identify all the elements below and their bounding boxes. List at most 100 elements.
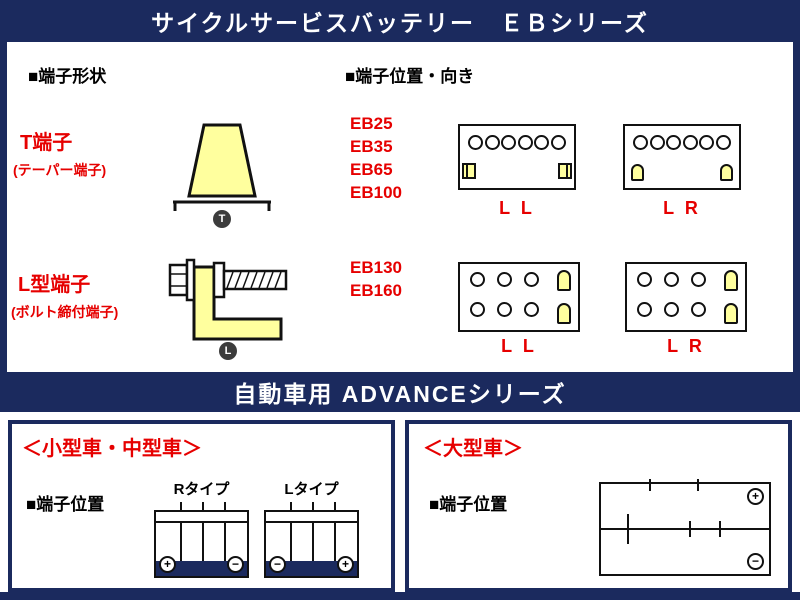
terminal-position-heading: ■端子位置・向き [345, 67, 475, 86]
l-terminal-illustration [168, 258, 288, 341]
vent-cap [666, 135, 682, 150]
large-title: ＜大型車＞ [423, 438, 523, 460]
eb-series-header: サイクルサービスバッテリー ＥＢシリーズ [0, 0, 800, 42]
vent-cap [691, 272, 706, 287]
positive-terminal: + [337, 556, 354, 573]
t-terminal-illustration [173, 123, 271, 211]
advance-section: ＜小型車・中型車＞ ■端子位置 Rタイプ Lタイプ + − [0, 412, 800, 600]
vent-cap [637, 302, 652, 317]
cell-tick [719, 521, 721, 537]
orientation-label-g2-ll: L L [501, 336, 537, 356]
battery-body: + − [154, 510, 249, 578]
large-car-panel: ＜大型車＞ ■端子位置 + − [405, 420, 792, 592]
battery-diagram-small-ll [458, 124, 576, 190]
l-terminal-sublabel: (ボルト締付端子) [11, 304, 119, 320]
model-eb65: EB65 [350, 160, 393, 179]
cell-tick [689, 521, 691, 537]
small-mid-car-panel: ＜小型車・中型車＞ ■端子位置 Rタイプ Lタイプ + − [8, 420, 395, 592]
orientation-label-g1-ll: L L [499, 198, 535, 218]
negative-terminal: − [227, 556, 244, 573]
vent-cap [691, 302, 706, 317]
cell-divider [180, 523, 182, 561]
vent-cap [470, 302, 485, 317]
battery-front-r-type: + − [154, 502, 249, 578]
terminal-top-right [557, 270, 571, 291]
positive-terminal: + [747, 488, 764, 505]
vent-tick [202, 502, 204, 516]
battery-base [156, 561, 247, 576]
eb-model-list-large: EB130 EB160 [350, 256, 402, 302]
vent-cap [517, 135, 533, 150]
center-line [601, 528, 769, 530]
battery-top-view-large: + − [599, 479, 771, 576]
model-eb35: EB35 [350, 137, 393, 156]
terminal-left [462, 163, 476, 179]
battery-diagram-large-ll [458, 262, 580, 332]
small-mid-title: ＜小型車・中型車＞ [22, 438, 202, 460]
eb-model-list-small: EB25 EB35 EB65 EB100 [350, 112, 402, 204]
edge-tick [649, 479, 651, 491]
vent-cap [637, 272, 652, 287]
t-terminal-badge: T [213, 210, 231, 228]
vent-cap [501, 135, 517, 150]
orientation-label-g1-lr: L R [663, 198, 701, 218]
positive-terminal: + [159, 556, 176, 573]
model-eb100: EB100 [350, 183, 402, 202]
model-eb25: EB25 [350, 114, 393, 133]
t-terminal-label: T端子 [20, 132, 73, 154]
terminal-right [720, 164, 733, 181]
vent-caps-row2 [637, 302, 706, 317]
cell-divider [290, 523, 292, 561]
vent-cap [664, 302, 679, 317]
battery-front-l-type: − + [264, 502, 359, 578]
small-mid-terminal-heading: ■端子位置 [26, 495, 105, 514]
vent-cap [497, 272, 512, 287]
bottom-border-strip [0, 592, 800, 600]
vent-cap [534, 135, 550, 150]
battery-base [266, 561, 357, 576]
model-eb160: EB160 [350, 281, 402, 300]
l-type-label: Lタイプ [284, 481, 339, 498]
model-eb130: EB130 [350, 258, 402, 277]
vent-cap [497, 302, 512, 317]
negative-terminal: − [269, 556, 286, 573]
t-terminal-sublabel: (テーパー端子) [13, 162, 107, 178]
l-terminal-badge: L [219, 342, 237, 360]
vent-caps [633, 135, 731, 150]
vent-tick [334, 502, 336, 516]
eb-series-panel: ■端子形状 ■端子位置・向き T端子 (テーパー端子) T L型端子 (ボルト締… [0, 42, 800, 372]
vent-caps-row1 [470, 272, 539, 287]
cell-tick [627, 514, 629, 544]
cell-divider [312, 523, 314, 561]
vent-caps [468, 135, 566, 150]
terminal-bottom-right [724, 303, 738, 324]
edge-tick [697, 479, 699, 491]
vent-cap [524, 272, 539, 287]
large-terminal-heading: ■端子位置 [429, 495, 508, 514]
vent-tick [290, 502, 292, 516]
vent-cap [550, 135, 566, 150]
terminal-shape-heading: ■端子形状 [28, 67, 107, 86]
terminal-right [558, 163, 572, 179]
vent-cap [468, 135, 483, 150]
orientation-label-g2-lr: L R [667, 336, 705, 356]
vent-tick [180, 502, 182, 516]
vent-cap [715, 135, 731, 150]
vent-cap [470, 272, 485, 287]
vent-tick [224, 502, 226, 516]
terminal-left [631, 164, 644, 181]
vent-cap [699, 135, 715, 150]
vent-cap [664, 272, 679, 287]
vent-cap [649, 135, 665, 150]
cell-divider [334, 523, 336, 561]
vent-tick [312, 502, 314, 516]
vent-cap [524, 302, 539, 317]
negative-terminal: − [747, 553, 764, 570]
battery-body: − + [264, 510, 359, 578]
lid-line [156, 521, 247, 523]
lid-line [266, 521, 357, 523]
vent-cap [484, 135, 500, 150]
vent-caps-row1 [637, 272, 706, 287]
l-terminal-label: L型端子 [18, 274, 91, 296]
